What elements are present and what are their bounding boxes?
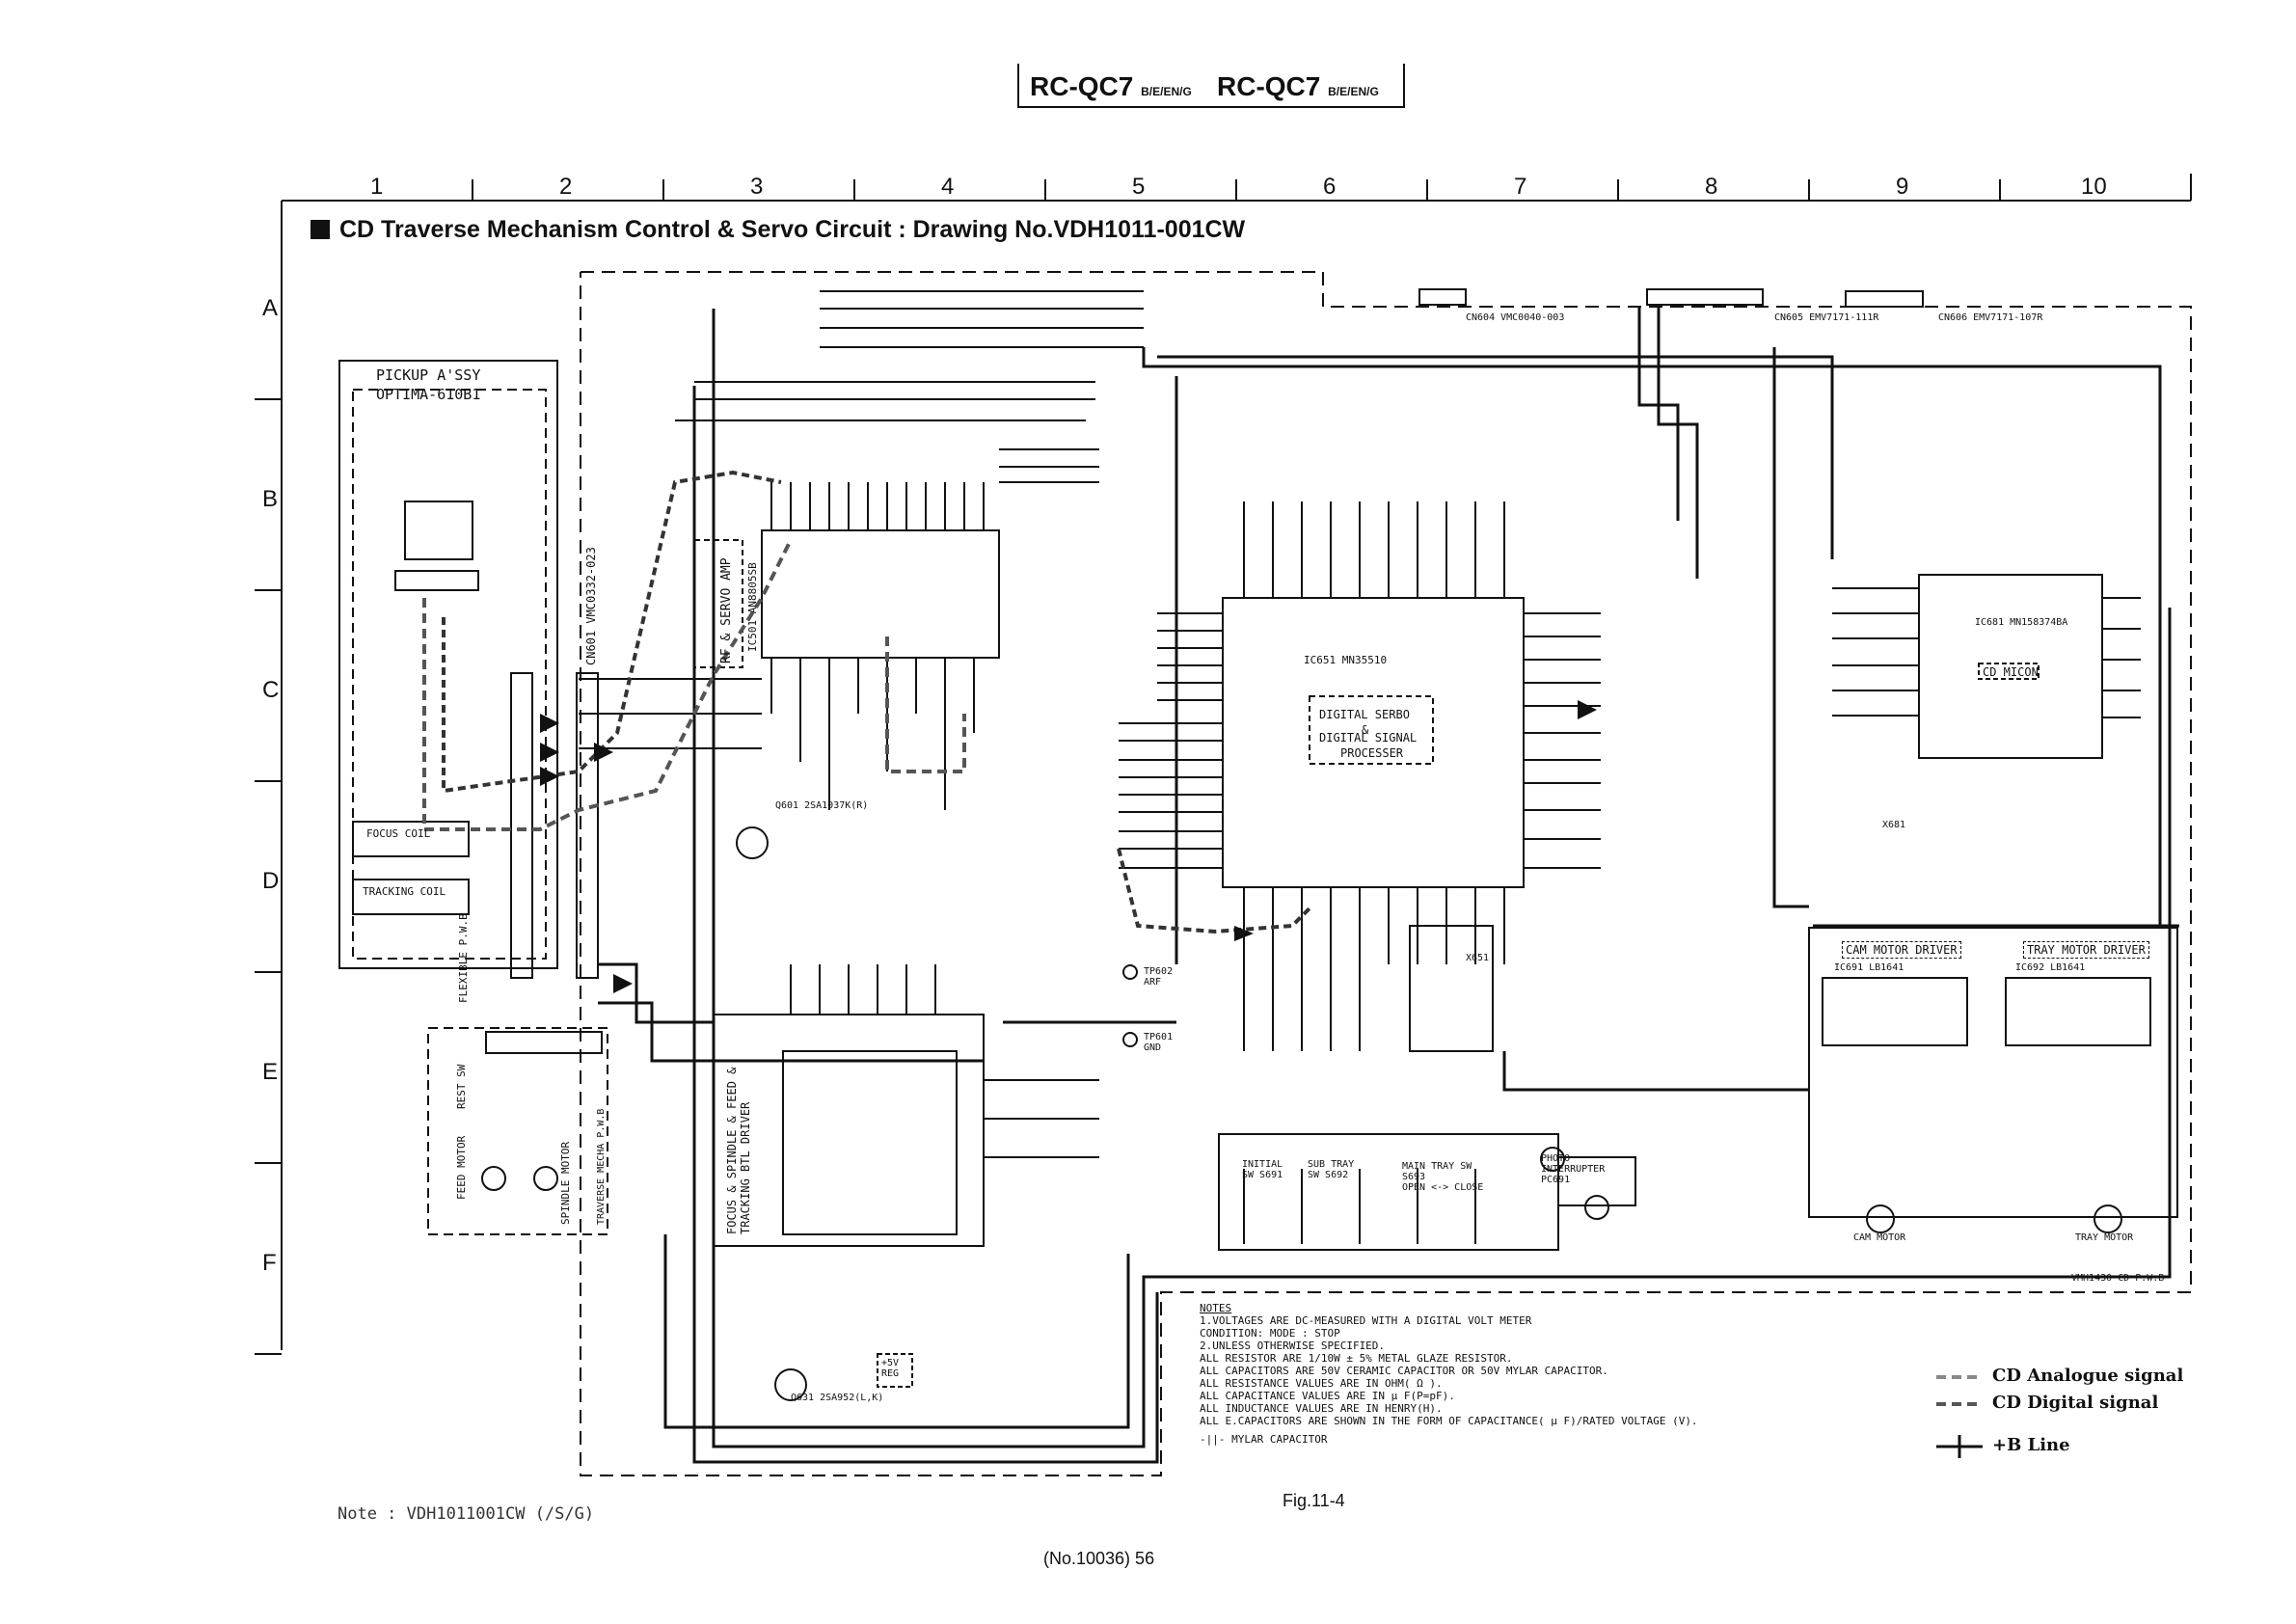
- cn605-label: CN605 EMV7171-111R: [1774, 312, 1879, 323]
- notes-block: NOTES 1.VOLTAGES ARE DC-MEASURED WITH A …: [1200, 1302, 1720, 1446]
- spindle-motor-label: SPINDLE MOTOR: [559, 1141, 572, 1225]
- notes-line-7: ALL CAPACITANCE VALUES ARE IN μ F(P=pF).: [1200, 1390, 1455, 1402]
- grid-row-f: F: [262, 1250, 277, 1276]
- tray-motor-label: TRAY MOTOR: [2075, 1232, 2134, 1243]
- notes-line-8: ALL INDUCTANCE VALUES ARE IN HENRY(H).: [1200, 1402, 1443, 1415]
- ic651-label: IC651 MN35510: [1304, 654, 1388, 666]
- pickup-model-label: OPTIMA-610B1: [376, 386, 481, 403]
- tracking-coil-label: TRACKING COIL: [363, 885, 446, 898]
- reg-label: +5V REG: [881, 1358, 900, 1379]
- q601-label: Q601 2SA1037K(R): [775, 800, 869, 811]
- model-right: RC-QC7 B/E/EN/G: [1217, 71, 1379, 101]
- driver-label: FOCUS & SPINDLE & FEED & TRACKING BTL DR…: [725, 1067, 752, 1234]
- legend-analogue: CD Analogue signal: [1992, 1366, 2184, 1386]
- rf-servo-amp-label: RF & SERVO AMP: [719, 557, 734, 663]
- grid-col-2: 2: [559, 174, 573, 200]
- legend-bline: +B Line: [1992, 1435, 2070, 1455]
- footer-note: Note : VDH1011001CW (/S/G): [338, 1504, 595, 1524]
- cd-micon-label: CD MICON: [1983, 665, 2039, 679]
- cam-motor-label: CAM MOTOR: [1853, 1232, 1906, 1243]
- photo-interrupter-label: PHOTO INTERRUPTER PC691: [1541, 1153, 1606, 1185]
- grid-col-10: 10: [2081, 174, 2107, 200]
- digital-servo-line2: &: [1362, 723, 1369, 737]
- schematic-title: CD Traverse Mechanism Control & Servo Ci…: [311, 216, 1245, 244]
- grid-row-a: A: [262, 295, 279, 321]
- title-square-icon: [311, 220, 330, 239]
- figure-label: Fig.11-4: [1283, 1491, 1345, 1510]
- digital-servo-line1: DIGITAL SERBO: [1319, 708, 1410, 721]
- model-header-box: [1017, 64, 1405, 108]
- grid-row-e: E: [262, 1059, 279, 1085]
- ic691-label: IC691 LB1641: [1834, 962, 1904, 973]
- grid-col-9: 9: [1896, 174, 1909, 200]
- tp602-label: TP602 ARF: [1144, 966, 1174, 988]
- grid-col-1: 1: [370, 174, 384, 200]
- notes-line-4: ALL RESISTOR ARE 1/10W ± 5% METAL GLAZE …: [1200, 1352, 1513, 1365]
- ic501-label: IC501 AN8805SB: [746, 562, 759, 652]
- focus-coil-label: FOCUS COIL: [366, 827, 431, 840]
- cn601-label: CN601 VMC0332-023: [584, 547, 598, 665]
- model-left: RC-QC7 B/E/EN/G: [1030, 71, 1192, 101]
- legend-digital: CD Digital signal: [1992, 1393, 2159, 1413]
- q631-label: Q631 2SA952(L,K): [791, 1393, 884, 1403]
- notes-line-5: ALL CAPACITORS ARE 50V CERAMIC CAPACITOR…: [1200, 1365, 1608, 1377]
- rest-sw-label: REST SW: [455, 1064, 468, 1109]
- ic681-label: IC681 MN158374BA: [1975, 617, 2068, 628]
- tray-motor-driver-label: TRAY MOTOR DRIVER: [2023, 941, 2149, 959]
- grid-col-5: 5: [1132, 174, 1146, 200]
- notes-heading: NOTES: [1200, 1302, 1232, 1314]
- x651-label: X651: [1466, 953, 1490, 963]
- open-close-label: OPEN <-> CLOSE: [1402, 1182, 1484, 1193]
- cn606-label: CN606 EMV7171-107R: [1938, 312, 2043, 323]
- notes-line-2: CONDITION: MODE : STOP: [1200, 1327, 1340, 1340]
- feed-motor-label: FEED MOTOR: [455, 1135, 468, 1200]
- cam-motor-driver-label: CAM MOTOR DRIVER: [1842, 941, 1961, 959]
- grid-col-8: 8: [1705, 174, 1718, 200]
- cn604-label: CN604 VMC0040-003: [1466, 312, 1565, 323]
- notes-mylar: -||- MYLAR CAPACITOR: [1200, 1433, 1328, 1446]
- grid-row-c: C: [262, 677, 280, 703]
- tp601-label: TP601 GND: [1144, 1032, 1174, 1053]
- notes-line-3: 2.UNLESS OTHERWISE SPECIFIED.: [1200, 1340, 1386, 1352]
- notes-line-9: ALL E.CAPACITORS ARE SHOWN IN THE FORM O…: [1200, 1415, 1698, 1427]
- notes-line-1: 1.VOLTAGES ARE DC-MEASURED WITH A DIGITA…: [1200, 1314, 1532, 1327]
- sub-tray-sw-label: SUB TRAY SW S692: [1308, 1159, 1355, 1180]
- grid-col-7: 7: [1514, 174, 1527, 200]
- ic692-label: IC692 LB1641: [2015, 962, 2086, 973]
- pickup-label: PICKUP A'SSY: [376, 366, 481, 384]
- mylar-capacitor-icon: -||-: [1200, 1433, 1232, 1446]
- flexible-pwb-label: FLEXIBLE P.W.B: [457, 913, 470, 1003]
- grid-col-4: 4: [941, 174, 955, 200]
- grid-row-b: B: [262, 486, 279, 512]
- grid-col-3: 3: [750, 174, 764, 200]
- x681-label: X681: [1882, 820, 1906, 830]
- digital-servo-line3: DIGITAL SIGNAL: [1319, 731, 1418, 744]
- traverse-pwb-label: TRAVERSE MECHA P.W.B: [596, 1108, 607, 1225]
- grid-col-6: 6: [1323, 174, 1337, 200]
- pwb-code-label: VMH1430 CD P.W.B: [2071, 1273, 2165, 1284]
- notes-line-6: ALL RESISTANCE VALUES ARE IN OHM( Ω ).: [1200, 1377, 1443, 1390]
- grid-row-d: D: [262, 868, 280, 894]
- initial-sw-label: INITIAL SW S691: [1242, 1159, 1283, 1180]
- digital-servo-line4: PROCESSER: [1340, 746, 1404, 760]
- main-tray-sw-label: MAIN TRAY SW S693: [1402, 1161, 1472, 1182]
- page-number: (No.10036) 56: [1043, 1549, 1155, 1568]
